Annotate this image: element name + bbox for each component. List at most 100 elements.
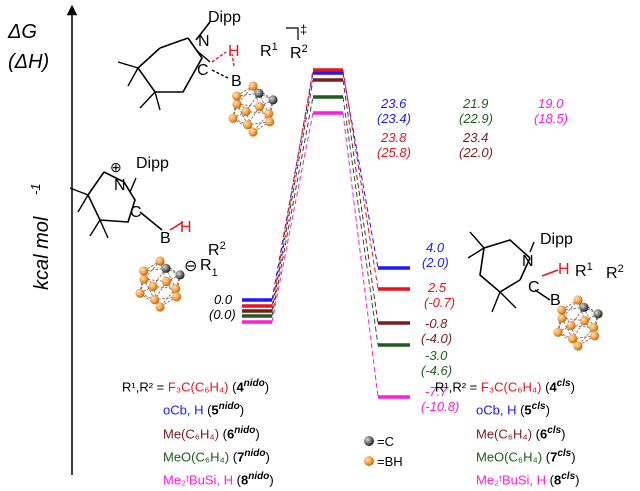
closo-h-atom: H xyxy=(558,261,570,278)
cage-boron-atom xyxy=(172,292,181,301)
ts-dg-value-7: 21.9 xyxy=(463,96,488,112)
cage-boron-atom xyxy=(580,316,589,325)
connector-ts-product-green xyxy=(343,97,378,345)
legend-nido-compound-number-4: 4 xyxy=(236,379,243,394)
boron-key-label: =BH xyxy=(377,454,403,469)
closo-dipp-label: Dipp xyxy=(540,231,573,248)
carbon-key-label: =C xyxy=(377,434,394,449)
ts-double-dagger: ‡ xyxy=(300,22,307,37)
ts-r2-label: R2 xyxy=(290,43,308,62)
legend-nido-compound-tag-4: nido xyxy=(244,378,265,389)
cage-boron-atom xyxy=(135,289,144,298)
cage-boron-atom xyxy=(590,331,599,340)
ts-dg-value-4: 23.8 xyxy=(381,130,406,146)
legend-closo-row-4: R¹,R² = F₃C(C₆H₄) (4cls) xyxy=(435,374,579,397)
legend-nido-compound-tag-7: nido xyxy=(244,448,265,459)
legend-closo-prefix: R¹,R² = xyxy=(435,379,481,394)
cage-boron-atom xyxy=(265,117,274,126)
cage-boron-atom xyxy=(264,109,273,118)
cage-boron-atom xyxy=(557,314,566,323)
legend-closo-compound-tag-6: cls xyxy=(547,425,561,436)
nido-structure: N ⊕ Dipp C B H ⊖ R1 R2 xyxy=(70,155,226,312)
cage-boron-atom xyxy=(255,102,264,111)
ts-dipp-label: Dipp xyxy=(208,9,241,26)
product-dh-value-4: (-0.7) xyxy=(424,295,455,311)
cage-boron-atom xyxy=(566,321,575,330)
cage-carbon-atom xyxy=(161,264,170,273)
product-dg-value-6: -0.8 xyxy=(425,316,447,332)
legend-closo-row-6: Me(C₆H₄) (6cls) xyxy=(476,421,579,444)
product-dh-value-5: (2.0) xyxy=(422,255,449,271)
unit-label-text: kcal mol xyxy=(31,216,53,290)
unit-label-exponent: -1 xyxy=(28,183,43,195)
legend-nido-substituent-5: oCb, H xyxy=(163,403,203,418)
product-dg-value-7: -3.0 xyxy=(425,348,447,364)
legend-closo-compound-tag-7: cls xyxy=(557,448,571,459)
ts-dh-value-6: (22.0) xyxy=(459,145,493,161)
cage-boron-atom xyxy=(155,256,164,265)
connector-start-ts-green xyxy=(272,97,313,316)
cage-boron-atom xyxy=(557,305,566,314)
cage-boron-atom xyxy=(139,266,148,275)
nido-b-atom: B xyxy=(160,230,171,247)
ts-dg-value-5: 23.6 xyxy=(381,96,406,112)
legend-nido: R¹,R² = F₃C(C₆H₄) (4nido)oCb, H (5nido)M… xyxy=(122,374,274,491)
cage-boron-atom xyxy=(573,341,582,350)
cage-boron-atom xyxy=(232,91,241,100)
legend-closo-compound-tag-4: cls xyxy=(557,378,571,389)
cage-boron-atom xyxy=(228,114,237,123)
closo-n-atom: N xyxy=(522,253,534,270)
ts-b-atom: B xyxy=(231,73,242,90)
cage-boron-atom xyxy=(162,277,171,286)
legend-closo-substituent-4: F₃C(C₆H₄) xyxy=(481,379,542,394)
legend-closo-row-7: MeO(C₆H₄) (7cls) xyxy=(476,444,579,467)
legend-closo-row-5: oCb, H (5cls) xyxy=(476,397,579,420)
cage-boron-atom xyxy=(171,284,180,293)
nido-r2-label: R2 xyxy=(208,240,226,259)
energy-profile-diagram: ΔG (ΔH) kcal mol -1 N Dipp C H B R1 R2 ‡ xyxy=(0,0,640,475)
legend-closo-row-8: Me₂ᵗBuSi, H (8cls) xyxy=(476,467,579,490)
cage-boron-atom xyxy=(139,275,148,284)
cage-carbon-atom xyxy=(175,270,184,279)
legend-nido-compound-number-5: 5 xyxy=(211,403,218,418)
legend-nido-prefix: R¹,R² = xyxy=(122,379,168,394)
ts-c-atom: C xyxy=(197,62,209,79)
closo-c-atom: C xyxy=(528,279,540,296)
ts-dh-value-8: (18.5) xyxy=(534,111,568,127)
nido-r1-label: R1 xyxy=(200,257,218,279)
nido-n-atom: N xyxy=(114,177,126,194)
nido-dipp-label: Dipp xyxy=(136,155,169,172)
cage-boron-atom xyxy=(155,302,164,311)
legend-nido-row-8: Me₂ᵗBuSi, H (8nido) xyxy=(163,467,274,490)
closo-structure: N Dipp C H B R1 R2 xyxy=(468,231,624,351)
legend-nido-substituent-7: MeO(C₆H₄) xyxy=(163,449,229,464)
legend-closo-compound-tag-8: cls xyxy=(561,471,575,482)
cage-boron-atom xyxy=(573,295,582,304)
legend-nido-compound-tag-6: nido xyxy=(234,425,255,436)
nido-c-atom: C xyxy=(130,204,142,221)
legend-nido-substituent-4: F₃C(C₆H₄) xyxy=(168,379,229,394)
legend-nido-row-6: Me(C₆H₄) (6nido) xyxy=(163,421,274,444)
ts-dg-value-8: 19.0 xyxy=(538,96,563,112)
cage-carbon-atom xyxy=(254,89,263,98)
closo-carborane-cage xyxy=(553,295,602,350)
legend-nido-row-4: R¹,R² = F₃C(C₆H₄) (4nido) xyxy=(122,374,274,397)
legend-nido-compound-tag-8: nido xyxy=(248,471,269,482)
cage-boron-atom xyxy=(232,100,241,109)
nido-plus-sign: ⊕ xyxy=(110,159,122,175)
cage-carbon-atom xyxy=(579,303,588,312)
closo-r2-label: R2 xyxy=(606,263,624,282)
cage-boron-atom xyxy=(553,328,562,337)
cage-boron-atom xyxy=(248,127,257,136)
ts-dg-value-6: 23.4 xyxy=(463,130,488,146)
legend-closo-compound-number-4: 4 xyxy=(549,379,556,394)
nido-carborane-cage xyxy=(135,256,184,311)
nido-h-atom: H xyxy=(180,219,192,236)
carbon-key-sphere xyxy=(364,436,374,446)
product-dh-value-6: (-4.0) xyxy=(421,331,452,347)
ts-h-atom: H xyxy=(228,43,240,60)
start-dh-value: (0.0) xyxy=(209,307,236,323)
unit-label: kcal mol -1 xyxy=(28,183,53,290)
connector-ts-product-dark_red xyxy=(343,80,378,323)
product-dg-value-5: 4.0 xyxy=(426,240,444,256)
